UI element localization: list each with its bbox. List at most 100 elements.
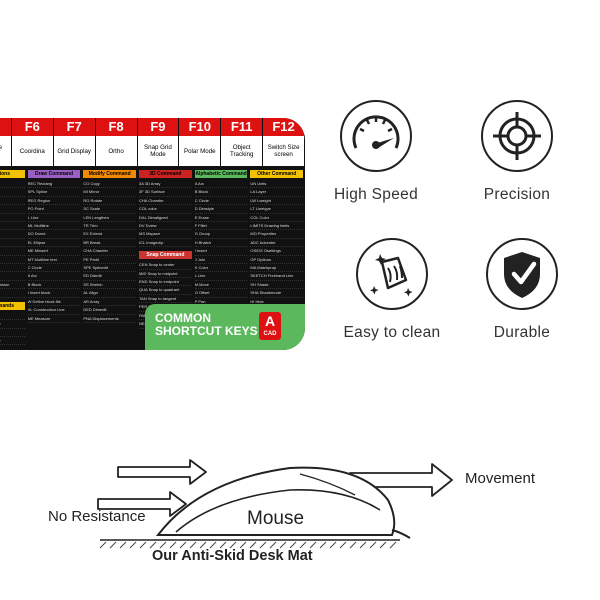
logo-text: COMMON SHORTCUT KEYS [155,311,258,338]
command-row: SS Stretch [83,281,137,290]
command-row: SC Scale [83,205,137,214]
command-row: DO Donut [27,230,81,239]
snap-command-row: MID Snap to midpoint [139,270,192,279]
command-row: DED Dimedit [83,306,137,315]
acad-sub: CAD [263,331,277,337]
feature-durable: Durable [452,238,592,342]
command-row: Dimbreak [0,289,25,298]
command-row: SKETCH Freehand Line [250,272,304,281]
snap-command-row: CEN Snap to center [139,261,192,270]
command-row: L Line [194,272,248,281]
command-row: REC Rectang [27,180,81,189]
command-row: Arc length dimension [0,281,25,290]
command-row: SH Shade [250,281,304,290]
autocad-logo-icon: A CAD [259,312,281,340]
fkey-description: Snap Grid Mode [137,136,180,166]
command-row: LIMITS Drawing limits [250,222,304,231]
command-row: EL Ellipse [27,239,81,248]
command-row: B Block [27,281,81,290]
left-command-row: Return last view [0,337,25,346]
command-row: C Circle [194,197,248,206]
fkey-f9: F9 [137,118,180,136]
command-row: A Arc [194,180,248,189]
command-row: CO Copy [83,180,137,189]
feature-high-speed: High Speed [306,100,446,204]
shield-check-icon [486,238,558,310]
left-command-row: Display full view [0,320,25,329]
command-row: G Group [194,230,248,239]
fkey-description: Switch Size screen [263,136,305,166]
command-row: I Insert block [27,289,81,298]
command-row: SHA Shademode [250,289,304,298]
speedometer-icon [340,100,412,172]
command-row: Dimdiameter [0,205,25,214]
command-row: COL color [139,205,192,214]
command-row: L Line [27,214,81,223]
shortcut-keyboard-mat: F5F6F7F8F9F10F11F12 Isoplane ModesCoordi… [0,118,305,350]
wiping-hand-icon [356,238,428,310]
command-row: OS/DS Osettings [250,247,304,256]
command-row: Tolerance [0,264,25,273]
command-column-heading: mensions [0,170,25,178]
crosshair-icon [481,100,553,172]
command-row: AL Align [83,289,137,298]
command-column-heading: 3D Command [139,170,192,178]
command-row: ME Minsert [27,247,81,256]
command-row: C Circle [27,264,81,273]
command-row: O Offset [194,289,248,298]
command-row: Dimbaseline [0,247,25,256]
command-row: TR Trim [83,222,137,231]
snap-command-heading: Snap Command [139,251,192,260]
command-row: PE Pedit [83,256,137,265]
command-row: B Block [194,188,248,197]
command-row: 3F 3D Surface [139,188,192,197]
command-column-heading: Alphabetic Command [194,170,248,178]
command-row: LA Layer [250,188,304,197]
command-row: Dimcenter [0,239,25,248]
command-row: H Bhatch [194,239,248,248]
command-columns: mensionsDimstyleDimlinearDimradiusDimdia… [0,170,305,350]
feature-precision: Precision [447,100,587,204]
command-row: RO Rotate [83,197,137,206]
command-row: AR Array [83,298,137,307]
command-row: DV Dview [139,222,192,231]
mouse-illustration-icon [97,459,453,549]
command-row: ADC Adcenter [250,239,304,248]
fkey-description: Coordina [11,136,54,166]
command-row: COL Color [250,214,304,223]
fkey-f7: F7 [53,118,96,136]
command-row: PO Point [27,205,81,214]
command-row: ICL Imageclip [139,239,192,248]
fkey-description: Isoplane Modes [0,136,12,166]
command-row: J Join [194,256,248,265]
feature-easy-to-clean: Easy to clean [322,238,462,342]
movement-label: Movement [465,470,536,487]
left-command-row: Partial enlarge [0,329,25,337]
command-row: UN Units [250,180,304,189]
command-row: K Color [194,264,248,273]
fkey-f6: F6 [11,118,54,136]
command-row: A Arc [27,272,81,281]
command-row: CHA Chamfer [139,197,192,206]
fkey-description: Polar Mode [179,136,222,166]
command-row: I Insert [194,247,248,256]
command-row: Dimaligned [0,214,25,223]
command-row: EX Extend [83,230,137,239]
command-column-heading: Other Command [250,170,304,178]
fkey-description: Object Tracking [221,136,264,166]
command-row: MS Mspace [139,230,192,239]
fkey-f5: F5 [0,118,12,136]
command-row: Dimcontinue [0,230,25,239]
command-row: 3A 3D Array [139,180,192,189]
feature-label: Precision [483,186,551,203]
command-row: REG Region [27,197,81,206]
left-command-row: y+Space Zoom [0,312,25,321]
command-row: W Define block file [27,298,81,307]
command-row: F Fillet [194,222,248,231]
fkey-f8: F8 [95,118,138,136]
command-row: PNA Displacements [83,315,137,323]
command-column: mensionsDimstyleDimlinearDimradiusDimdia… [0,170,25,350]
